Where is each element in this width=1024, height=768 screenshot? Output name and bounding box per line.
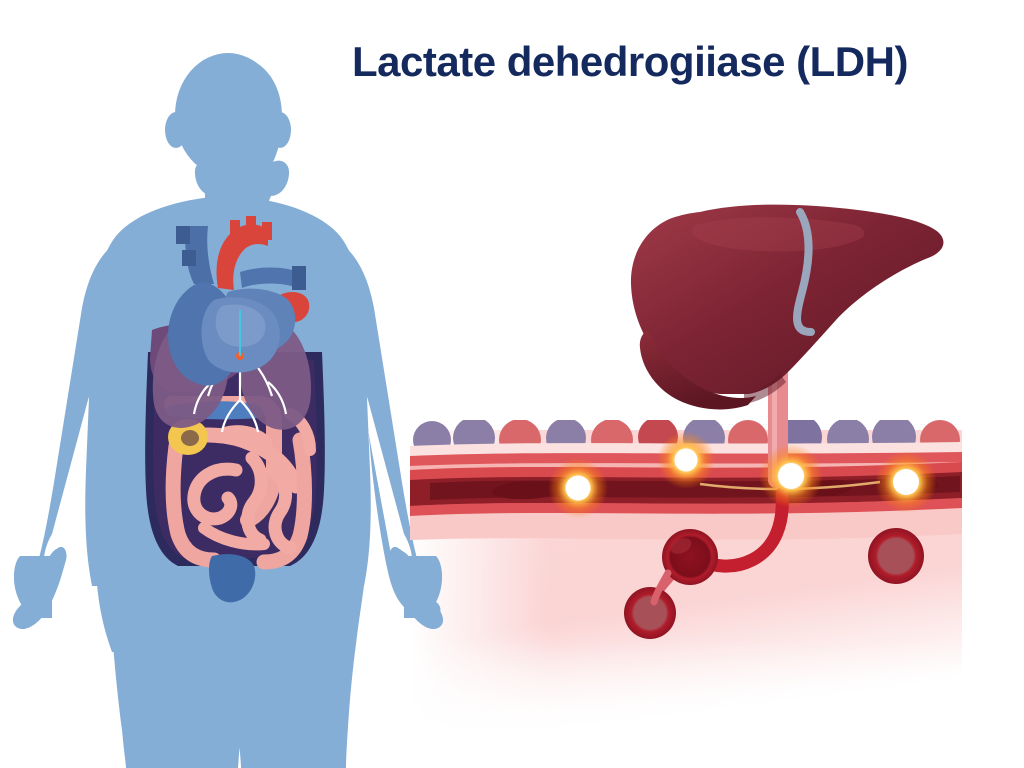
hand-right bbox=[404, 556, 443, 618]
ldh-enzyme bbox=[875, 451, 937, 513]
hand-left bbox=[13, 556, 52, 618]
small-intestine-coil-3 bbox=[265, 463, 297, 555]
enzyme-core bbox=[893, 469, 919, 495]
vena-cava-superior bbox=[185, 226, 214, 284]
ear-right bbox=[269, 112, 291, 148]
leg-left bbox=[112, 630, 222, 768]
aorta-arch bbox=[216, 224, 268, 290]
page-title: Lactate dehedrogiiase (LDH) bbox=[352, 38, 908, 85]
enzyme-core bbox=[565, 475, 591, 501]
tissue-fade-bottom bbox=[410, 640, 962, 740]
liver-highlight bbox=[691, 217, 865, 252]
lumen-pocket bbox=[492, 480, 564, 500]
red-blood-cell bbox=[624, 587, 676, 639]
rbc-center bbox=[634, 597, 666, 629]
aorta-top-branches bbox=[230, 216, 272, 240]
ldh-enzyme-group bbox=[548, 431, 937, 518]
red-blood-cell-group bbox=[624, 528, 924, 639]
liver-body bbox=[630, 204, 944, 394]
head bbox=[175, 53, 281, 177]
ear-left bbox=[165, 112, 187, 148]
ascending-colon bbox=[165, 438, 222, 568]
red-blood-cell bbox=[662, 529, 718, 585]
ldh-enzyme bbox=[657, 431, 715, 489]
descending-colon bbox=[256, 432, 312, 570]
bladder bbox=[209, 554, 256, 603]
leg-right bbox=[234, 630, 344, 768]
enzyme-core bbox=[674, 448, 698, 472]
vena-cava-branches bbox=[176, 226, 196, 266]
pulmonary-artery bbox=[240, 267, 298, 288]
kidney bbox=[168, 419, 208, 455]
rbc-highlight bbox=[670, 538, 692, 554]
blood-vessel-panel bbox=[410, 328, 962, 639]
arm-left bbox=[12, 240, 120, 630]
pulmonary-branch-right bbox=[292, 266, 306, 290]
rbc-connector bbox=[650, 569, 672, 606]
liver-left-lobe bbox=[639, 330, 756, 410]
liver-panel bbox=[630, 204, 944, 410]
rbc-body bbox=[662, 529, 718, 585]
vessel-wall-band-lower-pink bbox=[410, 508, 962, 540]
small-intestine-coil-5 bbox=[216, 425, 272, 448]
ldh-enzyme bbox=[759, 444, 823, 508]
liver-lobe-divider bbox=[744, 374, 786, 404]
hips bbox=[96, 560, 360, 652]
small-intestine-coil-4 bbox=[198, 522, 270, 551]
heart-group bbox=[168, 216, 310, 386]
red-blood-cell bbox=[868, 528, 924, 584]
enzyme-core bbox=[778, 463, 804, 489]
small-intestine-coil-2 bbox=[241, 451, 268, 547]
small-intestine-coil-1 bbox=[187, 462, 243, 526]
ldh-enzyme bbox=[548, 458, 608, 518]
arm-right bbox=[336, 240, 444, 630]
falciform-ligament bbox=[793, 208, 815, 336]
rbc-center bbox=[878, 538, 914, 574]
human-body-panel bbox=[12, 53, 444, 768]
